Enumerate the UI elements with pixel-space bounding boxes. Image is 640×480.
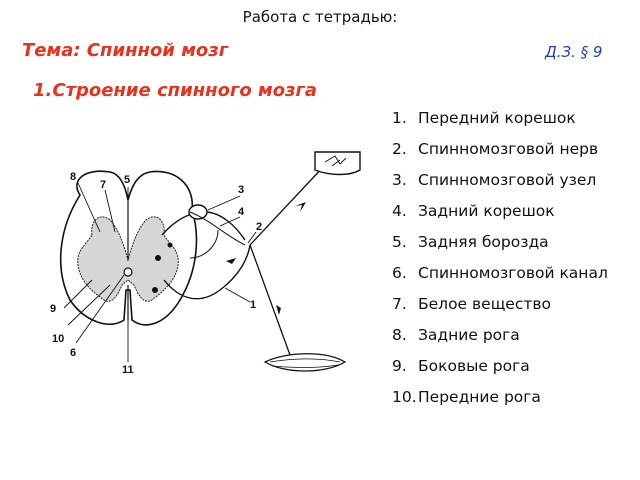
sensory-fiber: [249, 164, 326, 246]
diagram-label-6: 6: [70, 347, 76, 359]
diagram-label-3: 3: [238, 184, 244, 196]
diagram-label-4: 4: [238, 206, 245, 218]
grey-matter: [77, 216, 179, 302]
legend-text: Передний корешок: [418, 109, 576, 127]
muscle: [263, 353, 347, 372]
legend-text: Спинномозговой узел: [418, 171, 597, 189]
diagram-label-2: 2: [256, 221, 262, 233]
legend-number: 7.: [392, 295, 407, 313]
legend-number: 4.: [392, 202, 407, 220]
legend-text: Задний корешок: [418, 202, 555, 220]
legend-item: 8. Задние рога: [392, 325, 632, 346]
legend-number: 2.: [392, 140, 407, 158]
diagram-label-11: 11: [122, 364, 134, 376]
legend-item: 2. Спинномозговой нерв: [392, 139, 632, 160]
legend-text: Белое вещество: [418, 295, 551, 313]
leader-lines: [63, 182, 257, 362]
diagram-label-8: 8: [70, 171, 76, 183]
diagram-label-7: 7: [100, 179, 106, 191]
homework-reference: Д.З. § 9: [545, 43, 603, 61]
legend-item: 3. Спинномозговой узел: [392, 170, 632, 191]
diagram-label-5: 5: [124, 174, 130, 186]
arrow-icon: [295, 202, 306, 212]
legend-item: 5. Задняя борозда: [392, 232, 632, 253]
legend-item: 6. Спинномозговой канал: [392, 263, 632, 284]
topic-title: Тема: Спинной мозг: [22, 40, 229, 61]
legend-text: Спинномозговой канал: [418, 264, 608, 282]
arrow-icon: [226, 258, 236, 264]
legend-item: 4. Задний корешок: [392, 201, 632, 222]
legend-item: 7. Белое вещество: [392, 294, 632, 315]
legend-item: 9. Боковые рога: [392, 356, 632, 377]
legend-number: 8.: [392, 326, 407, 344]
diagram-label-1: 1: [250, 299, 256, 311]
legend-number: 6.: [392, 264, 407, 282]
central-canal: [123, 267, 133, 277]
spinal-cord-diagram: 8 7 5 3 4 2 1 9 10 6 11: [50, 151, 361, 376]
diagram-label-9: 9: [50, 303, 56, 315]
legend-number: 9.: [392, 357, 407, 375]
spinal-ganglion: [188, 204, 208, 220]
section-title: 1.Строение спинного мозга: [33, 80, 318, 101]
legend-text: Задние рога: [418, 326, 520, 344]
motor-fiber: [249, 244, 291, 356]
legend-item: 10.Передние рога: [392, 387, 632, 408]
legend-text: Передние рога: [418, 388, 541, 406]
neuron-cells: [152, 242, 173, 293]
legend-item: 1. Передний корешок: [392, 108, 632, 129]
legend-text: Задняя борозда: [418, 233, 549, 251]
legend-number: 5.: [392, 233, 407, 251]
legend-number: 3.: [392, 171, 407, 189]
skin-receptor: [314, 151, 361, 176]
legend-number: 10.: [392, 388, 417, 406]
ventral-root: [163, 244, 251, 300]
legend-list: 1. Передний корешок 2. Спинномозговой нерв…: [392, 108, 632, 418]
arrow-icon: [276, 305, 281, 315]
legend-number: 1.: [392, 109, 407, 127]
legend-text: Боковые рога: [418, 357, 530, 375]
worksheet-label: Работа с тетрадью:: [242, 8, 398, 26]
diagram-label-10: 10: [52, 333, 64, 345]
legend-text: Спинномозговой нерв: [418, 140, 599, 158]
